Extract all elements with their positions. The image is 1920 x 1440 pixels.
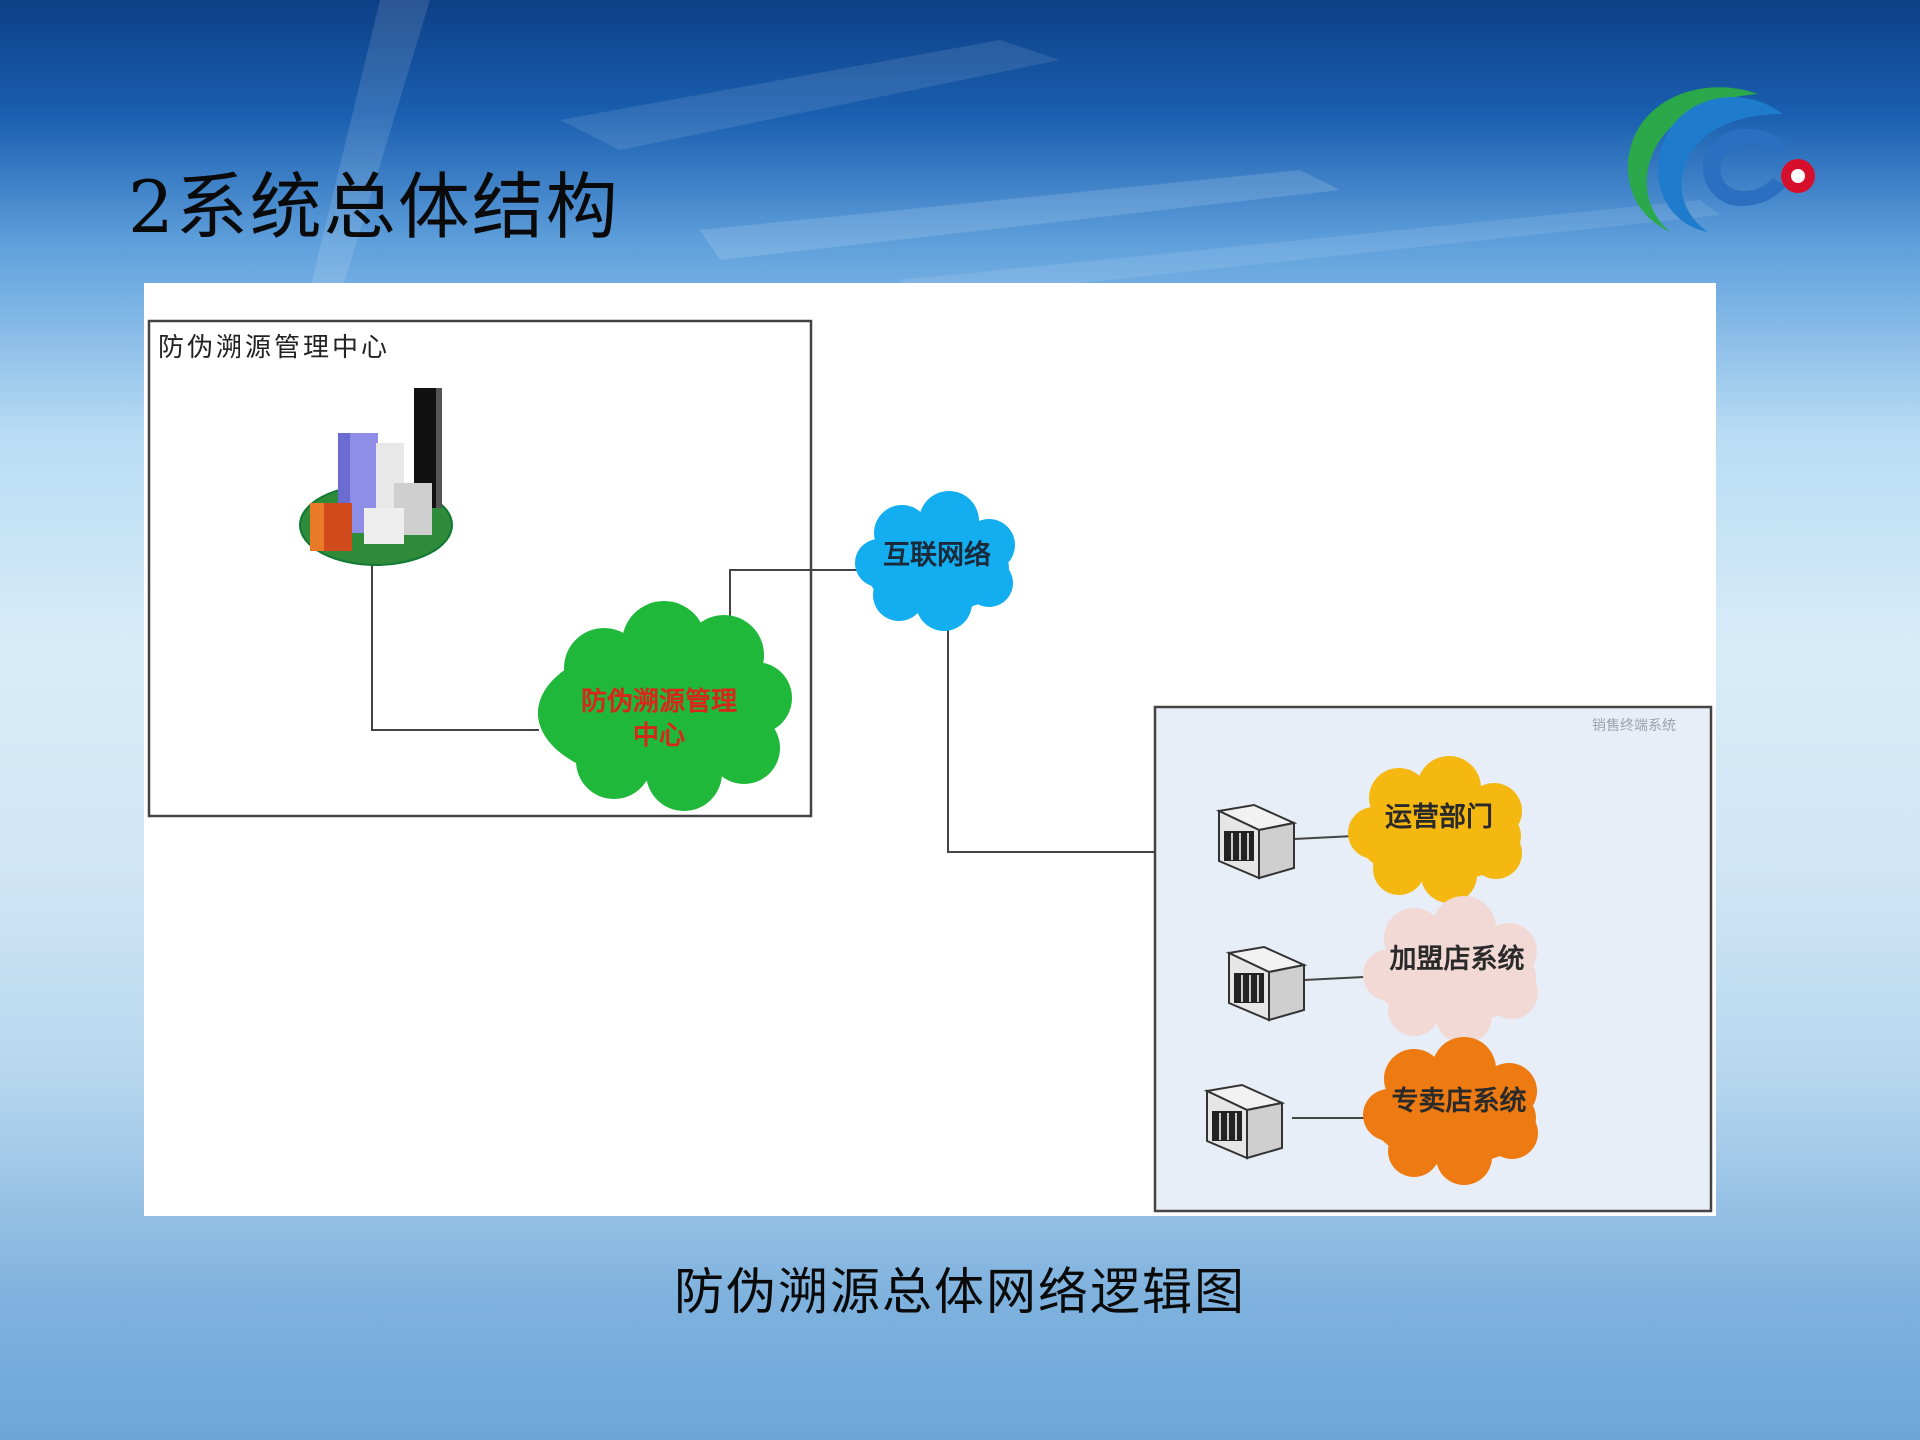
center-cloud-icon [538,601,792,811]
diagram-caption: 防伪溯源总体网络逻辑图 [674,1263,1246,1321]
connector-server1-node1 [1293,835,1355,840]
center-cloud-label-line2: 中心 [632,721,685,751]
store-cloud-icon [1363,1037,1538,1185]
connector-internet-terminal [947,621,1155,853]
center-cloud-label-line1: 防伪溯源管理 [580,687,737,717]
connector-cloud-internet [729,569,878,618]
franchise-cloud-icon [1363,896,1538,1044]
node-label-store: 专卖店系统 [1391,1086,1527,1117]
center-box [147,319,813,818]
server-icon-1 [1215,803,1298,880]
slide-title: 2系统总体结构 [128,165,620,249]
background-light-streaks [300,0,1720,330]
office-building-icon [299,388,453,566]
company-logo [1627,87,1815,232]
network-diagram [147,319,1713,1213]
node-label-operations: 运营部门 [1385,802,1493,833]
connector-building-cloud [371,563,539,731]
connector-server2-node2 [1303,976,1365,981]
diagram-panel: 防伪溯源管理中心 销售终端系统 防伪溯源管理 中心 互联网络 运营部门 加盟店系… [144,283,1716,1216]
center-box-label: 防伪溯源管理中心 [158,333,391,363]
server-icon-2 [1225,945,1308,1022]
center-cloud-label: 防伪溯源管理 中心 [544,685,774,753]
node-label-franchise: 加盟店系统 [1389,944,1525,975]
internet-label: 互联网络 [883,540,991,571]
operations-cloud-icon [1348,756,1522,903]
internet-cloud-icon [855,491,1015,631]
server-icon-3 [1203,1083,1286,1160]
terminal-box-label: 销售终端系统 [1592,718,1676,734]
